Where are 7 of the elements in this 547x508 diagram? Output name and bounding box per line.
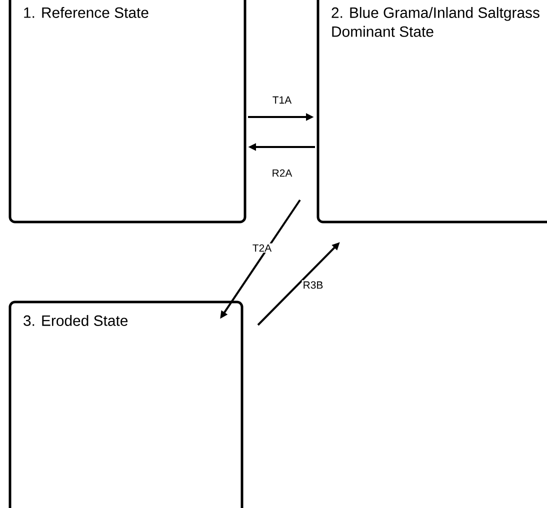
edge-label: T2A [251,243,273,253]
edge-label: T1A [271,95,293,105]
state-box: 2. Blue Grama/Inland Saltgrass Dominant State [316,0,547,224]
edge-label: R2A [270,168,294,178]
state-box: 1. Reference State [8,0,246,224]
edge-label: R3B [302,280,324,290]
state-box: 3. Eroded State [8,300,244,508]
